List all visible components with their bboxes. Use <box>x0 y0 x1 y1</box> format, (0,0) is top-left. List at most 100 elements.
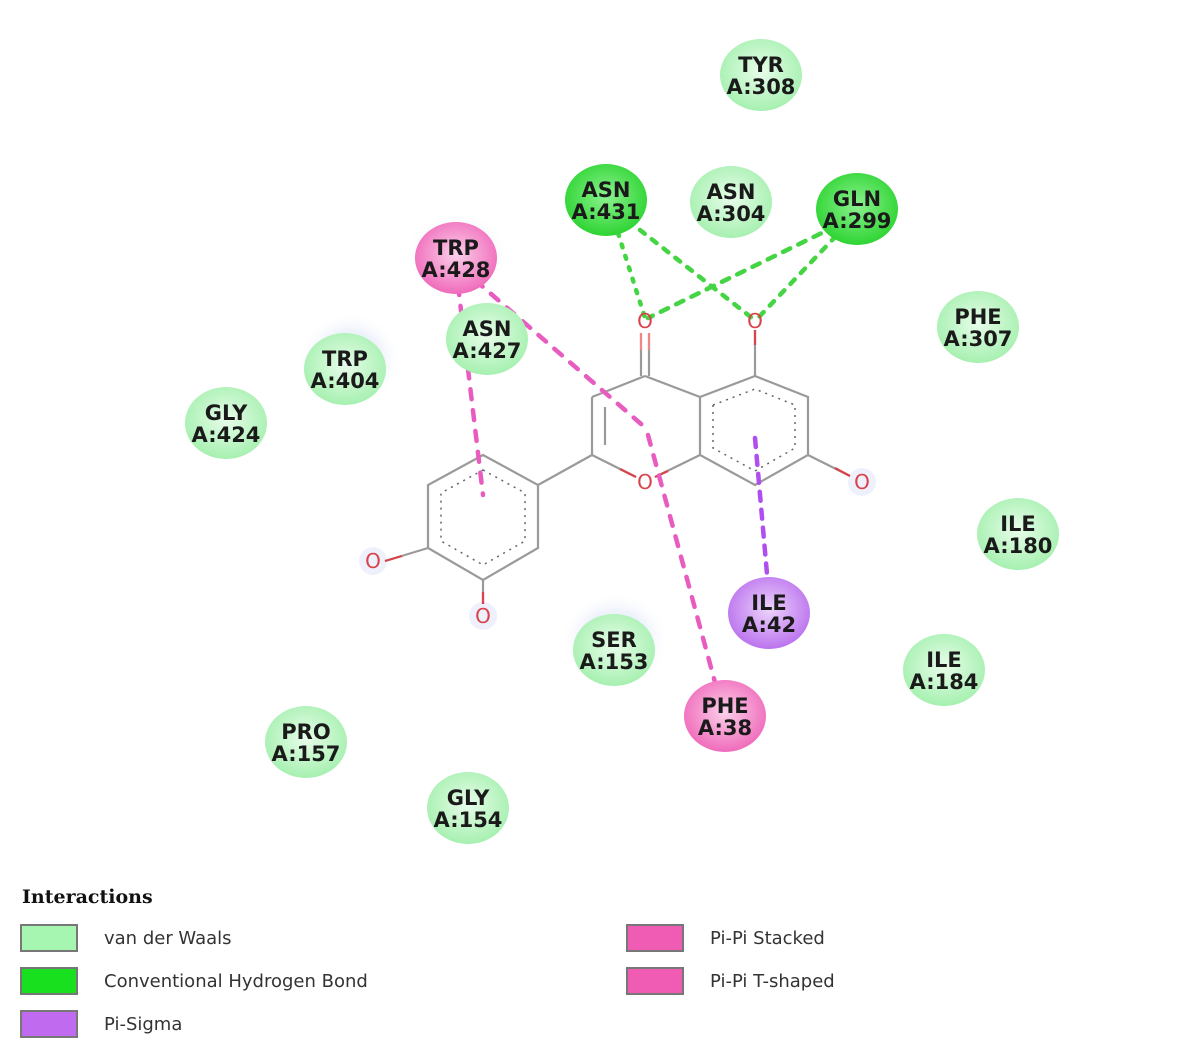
legend-label: Pi-Pi T-shaped <box>710 970 835 992</box>
residue-disc <box>937 291 1019 363</box>
residue-name: PHE <box>954 305 1001 329</box>
residue-disc <box>728 577 810 649</box>
residue-name: TRP <box>433 236 479 260</box>
atom-o4p: O <box>475 604 491 628</box>
ring-a <box>698 374 810 487</box>
residue-name: ILE <box>1000 512 1036 536</box>
hbond-asn431-o5 <box>637 227 755 321</box>
halo-o2 <box>469 602 497 630</box>
legend-swatch-pi-pi-t-shaped <box>626 967 684 995</box>
interaction-lines <box>455 223 839 689</box>
residue-number: A:427 <box>453 339 522 363</box>
residue-number: A:42 <box>742 613 796 637</box>
bond-b-c <box>537 454 593 486</box>
legend-item-pi-pi-t-shaped: Pi-Pi T-shaped <box>626 965 835 997</box>
pi-trp428-ringb <box>455 282 486 498</box>
residue-name: GLY <box>205 401 248 425</box>
bond-c3-c4 <box>591 374 646 399</box>
residue-number: A:308 <box>727 75 796 99</box>
legend-label: van der Waals <box>104 927 232 949</box>
ligand-structure <box>384 330 851 604</box>
halo-o1 <box>359 547 387 575</box>
legend-swatch-pi-pi-stacked <box>626 924 684 952</box>
residue-number: A:428 <box>422 258 491 282</box>
legend-label: Pi-Pi Stacked <box>710 927 825 949</box>
atom-o3p: O <box>365 549 381 573</box>
residue-number: A:304 <box>697 202 766 226</box>
atom-o5: O <box>747 309 763 333</box>
residues: TYRA:308ASNA:431ASNA:304GLNA:299TRPA:428… <box>185 39 1059 844</box>
atom-o7: O <box>854 470 870 494</box>
residue-disc <box>565 164 647 236</box>
legend-item-pi-sigma: Pi-Sigma <box>20 1008 182 1040</box>
residue-disc <box>446 303 528 375</box>
residue-disc <box>690 166 772 238</box>
pi-phe38-ringc <box>645 432 719 689</box>
atom-o-carbonyl: O <box>637 309 653 333</box>
residue-name: PRO <box>281 720 330 744</box>
residue-name: TRP <box>322 347 368 371</box>
residue-number: A:404 <box>311 369 380 393</box>
legend-label: Pi-Sigma <box>104 1013 183 1035</box>
pisigma-ile42-ringa <box>752 435 770 577</box>
residue-number: A:157 <box>272 742 341 766</box>
residue-disc <box>573 614 655 686</box>
residue-disc <box>427 772 509 844</box>
residue-name: ASN <box>707 180 756 204</box>
residue-name: SER <box>591 628 637 652</box>
residue-disc <box>816 173 898 245</box>
residue-number: A:38 <box>698 716 752 740</box>
residue-number: A:154 <box>434 808 503 832</box>
residue-name: ASN <box>463 317 512 341</box>
residue-disc <box>684 680 766 752</box>
legend: Interactions van der Waals Conventional … <box>0 870 1200 1048</box>
atom-labels: O O O O O O <box>365 309 870 628</box>
residue-number: A:307 <box>944 327 1013 351</box>
residue-disc <box>265 706 347 778</box>
residue-number: A:431 <box>572 200 641 224</box>
residue-disc <box>415 222 497 294</box>
halo-o3 <box>848 468 876 496</box>
bond-c4-c4a <box>644 374 701 399</box>
residue-name: ILE <box>926 648 962 672</box>
atom-o1-ring: O <box>637 470 653 494</box>
pi-trp428-ringc <box>472 277 651 433</box>
residue-disc <box>977 498 1059 570</box>
residue-disc <box>720 39 802 111</box>
legend-item-van-der-waals: van der Waals <box>20 922 232 954</box>
legend-swatch-conventional-hydrogen-bond <box>20 967 78 995</box>
residue-disc <box>903 634 985 706</box>
legend-swatch-van-der-waals <box>20 924 78 952</box>
hbond-gln299-o5 <box>755 233 839 321</box>
residue-name: ILE <box>751 591 787 615</box>
residue-disc <box>185 387 267 459</box>
legend-label: Conventional Hydrogen Bond <box>104 970 368 992</box>
legend-swatch-pi-sigma <box>20 1010 78 1038</box>
hbond-asn431-carbonyl <box>615 230 648 321</box>
residue-name: GLN <box>833 187 881 211</box>
residue-number: A:299 <box>823 209 892 233</box>
legend-item-pi-pi-stacked: Pi-Pi Stacked <box>626 922 825 954</box>
residue-name: TYR <box>738 53 784 77</box>
residue-number: A:153 <box>580 650 649 674</box>
residue-disc <box>304 333 386 405</box>
residue-name: GLY <box>447 786 490 810</box>
legend-item-conventional-hydrogen-bond: Conventional Hydrogen Bond <box>20 965 368 997</box>
residue-name: PHE <box>701 694 748 718</box>
residue-number: A:180 <box>984 534 1053 558</box>
